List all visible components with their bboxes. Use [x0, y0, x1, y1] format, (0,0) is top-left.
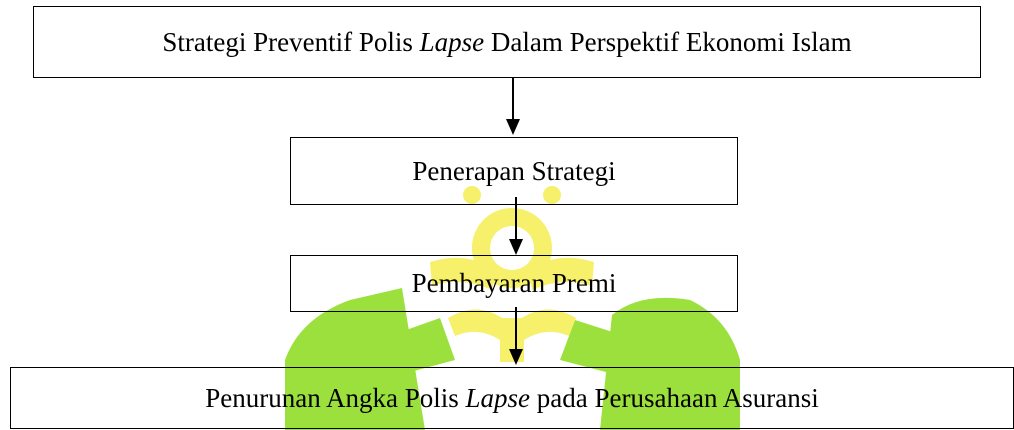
box-2-text: Penerapan Strategi	[412, 155, 616, 186]
box-3-text: Pembayaran Premi	[411, 268, 617, 298]
box-4-text-part-1: Penurunan Angka Polis	[205, 382, 466, 413]
box-pembayaran-premi: Pembayaran Premi	[290, 255, 738, 312]
box-4-text-part-3: pada Perusahaan Asuransi	[530, 382, 819, 413]
box-1-text-part-2: Lapse	[419, 26, 485, 57]
watermark-yellow-shapes	[430, 186, 594, 362]
arrow-2	[509, 197, 523, 255]
box-1-text-part-1: Strategi Preventif Polis	[162, 26, 420, 57]
arrow-3	[509, 307, 523, 365]
box-penerapan-strategi: Penerapan Strategi	[290, 137, 738, 205]
box-4-text-part-2: Lapse	[465, 382, 531, 413]
box-1-text-part-3: Dalam Perspektif Ekonomi Islam	[484, 26, 852, 57]
watermark-green-shapes	[285, 288, 740, 430]
box-strategi-preventif: Strategi Preventif Polis Lapse Dalam Per…	[33, 6, 981, 78]
arrow-1	[506, 78, 520, 135]
